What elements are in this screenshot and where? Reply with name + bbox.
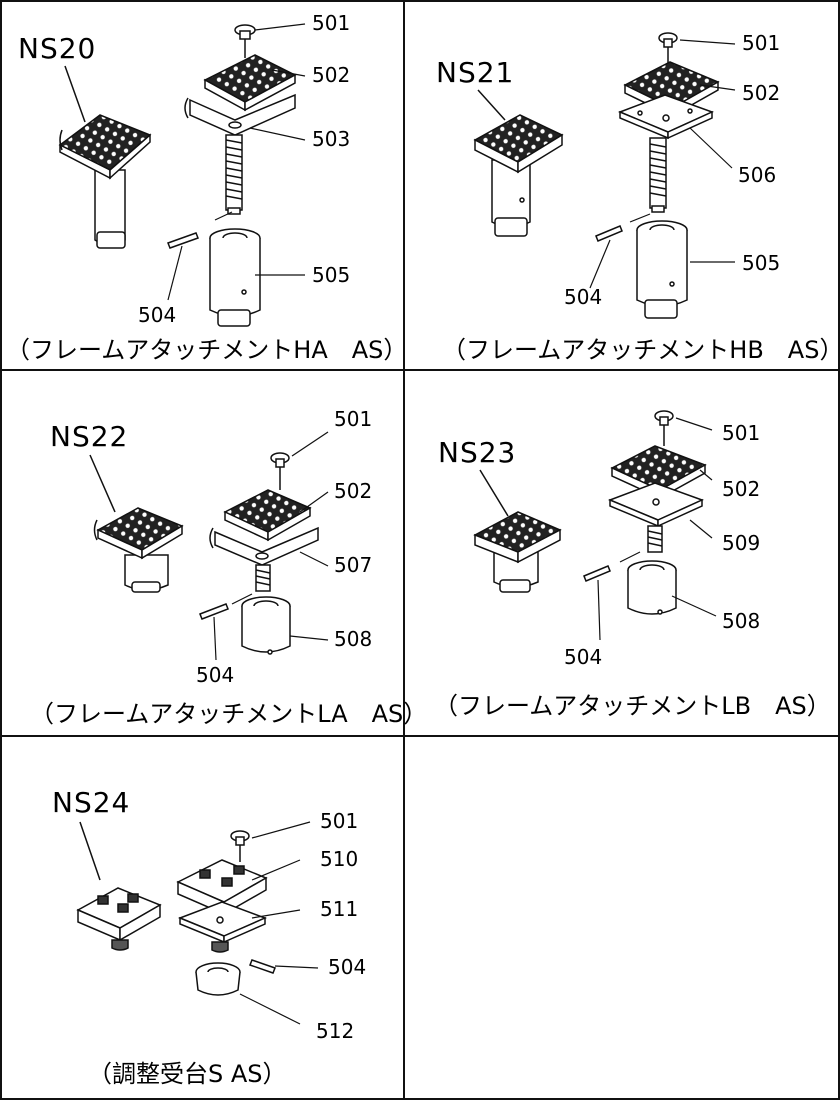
assembly-caption: （フレームアタッチメントHA AS） [6,336,407,364]
screw-icon [234,24,256,58]
part-number: 506 [738,163,776,187]
part-number: 502 [334,479,372,503]
part-number: 502 [312,63,350,87]
tread-pad-icon [203,54,297,112]
panel-ns20: NS20 [6,11,407,364]
assembled-part-icon [473,114,564,237]
threaded-shaft-icon [225,134,243,215]
part-number: 504 [564,285,602,309]
tread-pad-icon [223,489,312,542]
nut-sleeve-icon [627,560,677,615]
panel-ns24: NS24 [52,786,366,1088]
part-number: 508 [722,609,760,633]
sleeve-icon [636,220,688,319]
part-number: 511 [320,897,358,921]
cradle-block-icon [176,859,268,916]
pin-icon [249,959,276,974]
model-label: NS22 [50,420,128,453]
part-number: 507 [334,553,372,577]
nut-sleeve-icon [241,596,291,655]
part-number: 501 [722,421,760,445]
part-number: 501 [334,407,372,431]
part-number: 502 [742,81,780,105]
part-number: 504 [196,663,234,687]
model-label: NS20 [18,32,96,65]
assembly-caption: （フレームアタッチメントLB AS） [434,692,831,720]
assembly-caption: （フレームアタッチメントLA AS） [30,700,427,728]
panel-ns23: NS23 [434,410,831,720]
part-number: 501 [742,31,780,55]
cap-nut-icon [195,962,241,996]
pin-icon [167,232,199,249]
threaded-shaft-icon [255,564,271,592]
screw-icon [654,410,674,446]
part-number: 502 [722,477,760,501]
assembled-part-icon [93,507,184,593]
assembled-part-icon [58,114,152,249]
panel-ns22: NS22 [30,407,427,728]
screw-icon [270,452,290,490]
screw-icon [230,830,250,862]
part-number: 503 [312,127,350,151]
assembly-caption: （フレームアタッチメントHB AS） [442,336,840,364]
bracket-icon [209,526,319,566]
threaded-shaft-icon [649,137,667,213]
part-number: 504 [138,303,176,327]
part-number: 504 [328,955,366,979]
part-number: 510 [320,847,358,871]
part-number: 512 [316,1019,354,1043]
pin-icon [199,603,229,620]
panel-ns21: NS21 [436,31,840,364]
pin-icon [583,565,611,582]
model-label: NS24 [52,786,130,819]
pin-icon [595,225,623,242]
plate-icon [607,482,704,528]
part-number: 501 [312,11,350,35]
part-number: 505 [312,263,350,287]
screw-icon [658,32,678,66]
threaded-shaft-icon [647,525,663,553]
assembled-part-icon [473,511,562,593]
plate-icon [617,94,714,140]
sleeve-icon [209,228,261,327]
model-label: NS23 [438,436,516,469]
part-number: 508 [334,627,372,651]
part-number: 505 [742,251,780,275]
part-number: 509 [722,531,760,555]
part-number: 501 [320,809,358,833]
assembled-part-icon [76,887,162,951]
part-number: 504 [564,645,602,669]
model-label: NS21 [436,56,514,89]
bracket-icon [184,93,296,136]
plate-icon [177,901,267,953]
assembly-caption: （調整受台S AS） [88,1060,287,1088]
